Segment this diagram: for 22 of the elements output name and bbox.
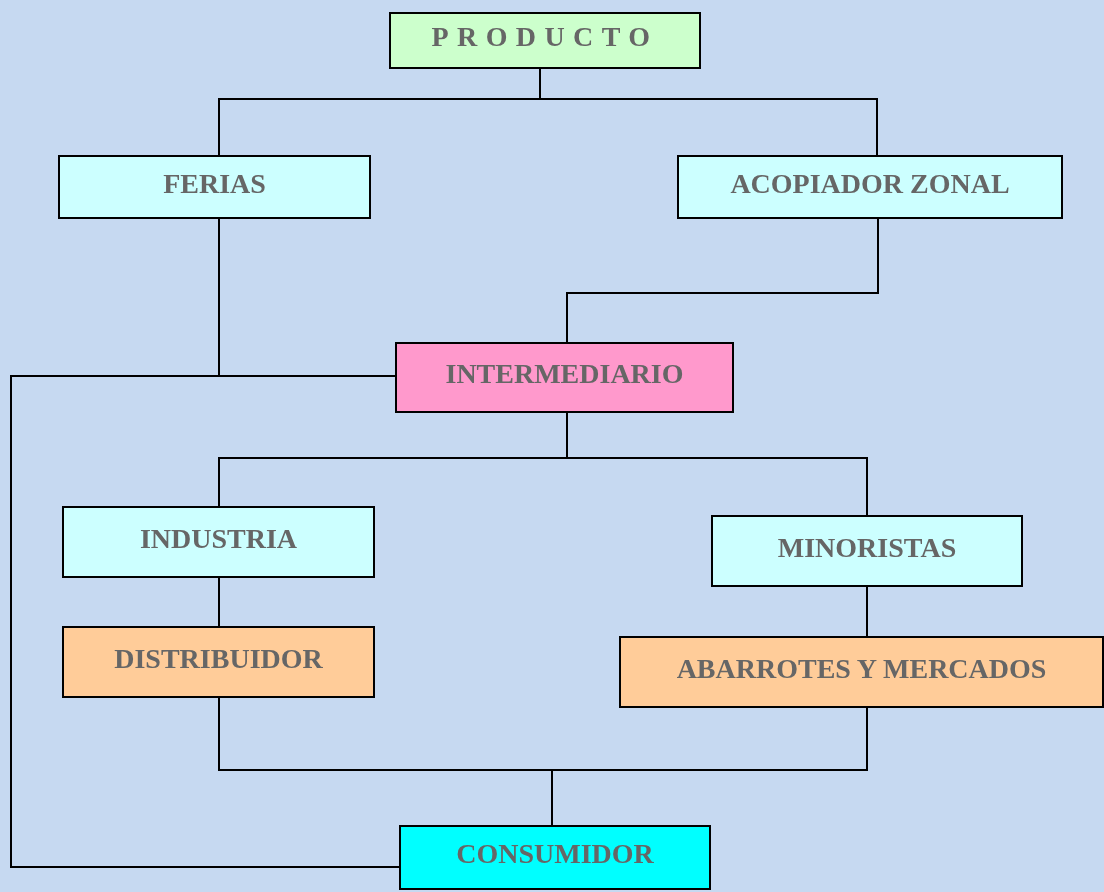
- process-box: [399, 825, 711, 890]
- connector-line: [10, 375, 400, 868]
- box-label: ACOPIADOR ZONAL: [730, 166, 1010, 201]
- process-box: [58, 155, 371, 219]
- process-box: [62, 506, 375, 578]
- box-label: DISTRIBUIDOR: [114, 641, 323, 676]
- box-label: FERIAS: [163, 166, 266, 201]
- box-label: PRODUCTO: [431, 20, 659, 54]
- connector-line: [866, 586, 868, 637]
- process-box: [619, 636, 1104, 708]
- process-box: [395, 342, 734, 413]
- process-box: [389, 12, 701, 69]
- process-box: [711, 515, 1023, 587]
- connector-line: [566, 218, 879, 343]
- box-label: MINORISTAS: [777, 530, 957, 565]
- process-box: [62, 626, 375, 698]
- box-label: INTERMEDIARIO: [445, 357, 684, 391]
- box-label: CONSUMIDOR: [456, 837, 654, 871]
- connector-line: [218, 577, 220, 627]
- box-label: ABARROTES Y MERCADOS: [676, 651, 1047, 686]
- process-box: [677, 155, 1063, 219]
- box-label: INDUSTRIA: [139, 521, 298, 556]
